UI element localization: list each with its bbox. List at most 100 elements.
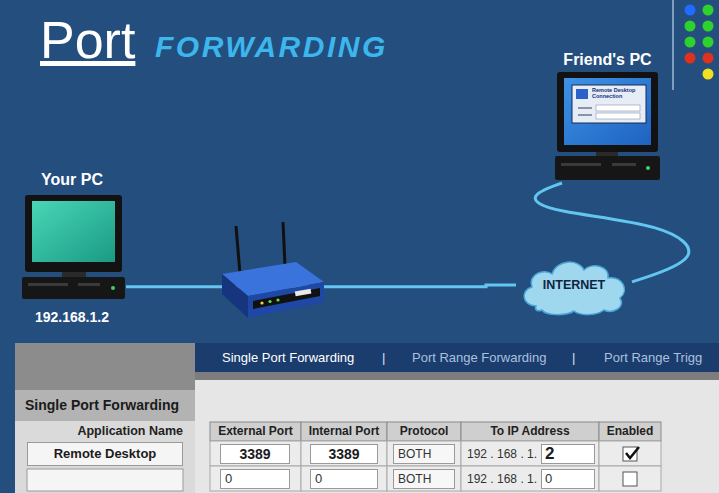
- port-value: 3389: [239, 446, 270, 462]
- computer-icon: [28, 283, 68, 286]
- router-icon: [276, 298, 279, 301]
- text-slot: Protocol: [387, 422, 461, 441]
- text-field: 0: [541, 469, 595, 489]
- checkbox: [626, 447, 639, 458]
- pc-label: Friend's PC: [563, 51, 651, 68]
- text-field: 0: [310, 469, 378, 489]
- router-icon: [248, 282, 324, 318]
- status-dot: [685, 53, 696, 64]
- computer-icon: [25, 195, 122, 272]
- table-header: Enabled: [607, 424, 654, 438]
- text-slot: FORWARDING: [155, 30, 388, 64]
- text-slot: 192.168.1.2: [18, 308, 126, 326]
- table-grid: [210, 422, 661, 491]
- table-grid: [301, 422, 387, 441]
- router-admin-panel: [27, 469, 183, 491]
- computer-icon: [578, 114, 592, 116]
- table-grid: [210, 422, 301, 441]
- table-header: To IP Address: [490, 424, 569, 438]
- text-slot: Application Name: [15, 423, 183, 440]
- status-dot: [685, 5, 696, 16]
- router-icon: [222, 274, 248, 318]
- computer-icon: [572, 85, 646, 123]
- port-value: 0: [225, 471, 232, 486]
- tab-link: Single Port Forwarding: [222, 350, 354, 365]
- computer-icon: [646, 166, 650, 170]
- table-grid: [210, 441, 301, 466]
- dialog-title: Remote Desktop Connection: [592, 87, 635, 99]
- table-grid: [387, 422, 461, 441]
- text-slot: Internal Port: [301, 422, 387, 441]
- table-grid: [301, 466, 387, 491]
- ip-octet: 2: [545, 444, 554, 463]
- computer-icon: [596, 105, 640, 111]
- router-admin-panel: [15, 390, 195, 421]
- router-admin-panel: [195, 372, 719, 380]
- computer-icon: [576, 89, 588, 99]
- text-slot: |: [572, 345, 575, 371]
- table-header: Internal Port: [309, 424, 380, 438]
- computer-icon: [557, 72, 658, 152]
- computer-icon: [555, 156, 660, 180]
- table-grid: [461, 466, 599, 491]
- computer: Your PC192.168.1.2: [18, 170, 126, 330]
- computer-icon: [32, 201, 115, 262]
- port-value: 3389: [328, 446, 359, 462]
- text-slot: Single Port Forwarding: [15, 390, 195, 421]
- tab-link: Port Range Forwarding: [412, 350, 546, 365]
- table-grid: [461, 422, 599, 441]
- ip-octet: 0: [545, 471, 552, 486]
- table-grid: [387, 466, 461, 491]
- tab-separator: |: [382, 350, 385, 365]
- text-slot: External Port: [210, 422, 301, 441]
- checkbox: [623, 472, 637, 486]
- ip-prefix: 192 . 168 . 1.: [467, 447, 537, 461]
- divider-line: [672, 0, 674, 90]
- select-field: BOTH: [393, 469, 455, 489]
- computer-icon: [555, 72, 660, 180]
- status-dot: [703, 53, 714, 64]
- status-dot: [703, 37, 714, 48]
- select-field: BOTH: [393, 444, 455, 464]
- router-icon: [222, 222, 324, 318]
- router-admin-panel: [15, 343, 719, 493]
- table-grid: [599, 422, 661, 441]
- text-slot: To IP Address: [461, 422, 599, 441]
- computer-icon: [22, 195, 125, 299]
- port-value: 0: [315, 471, 322, 486]
- checkbox: [623, 447, 639, 486]
- status-dot: [703, 69, 714, 80]
- router-icon: [283, 222, 285, 266]
- table-header: Protocol: [400, 424, 449, 438]
- text-field: 3389: [220, 444, 290, 464]
- ip-prefix: 192 . 168 . 1.: [467, 472, 537, 486]
- text-field: Remote Desktop: [27, 442, 183, 466]
- protocol-value: BOTH: [398, 472, 431, 486]
- router-icon: [253, 288, 320, 309]
- app-name-value: Remote Desktop: [54, 446, 157, 461]
- table-header: External Port: [218, 424, 293, 438]
- cloud-outline: [524, 262, 624, 315]
- router-icon: [268, 300, 271, 303]
- field-label: Application Name: [77, 424, 183, 438]
- text-slot: 192 . 168 . 1.: [467, 444, 537, 464]
- title-word: FORWARDING: [155, 30, 388, 63]
- text-slot: Enabled: [599, 422, 661, 441]
- router-admin-panel: [15, 343, 195, 390]
- text-slot: Port Range Trigg: [604, 345, 702, 371]
- title-slot: Port: [40, 8, 135, 72]
- text-slot: |: [382, 345, 385, 371]
- router-icon: [260, 301, 263, 304]
- computer-icon: [612, 163, 636, 166]
- page-title: Port: [40, 11, 135, 69]
- table-grid: [599, 466, 661, 491]
- sidebar-header: Single Port Forwarding: [25, 397, 179, 413]
- text-slot: Port Range Forwarding: [412, 345, 546, 371]
- computer-icon: [596, 152, 618, 156]
- table-grid: [599, 441, 661, 466]
- text-slot: INTERNET: [516, 276, 632, 294]
- cloud-label: INTERNET: [543, 278, 606, 292]
- computer-icon: [578, 107, 592, 109]
